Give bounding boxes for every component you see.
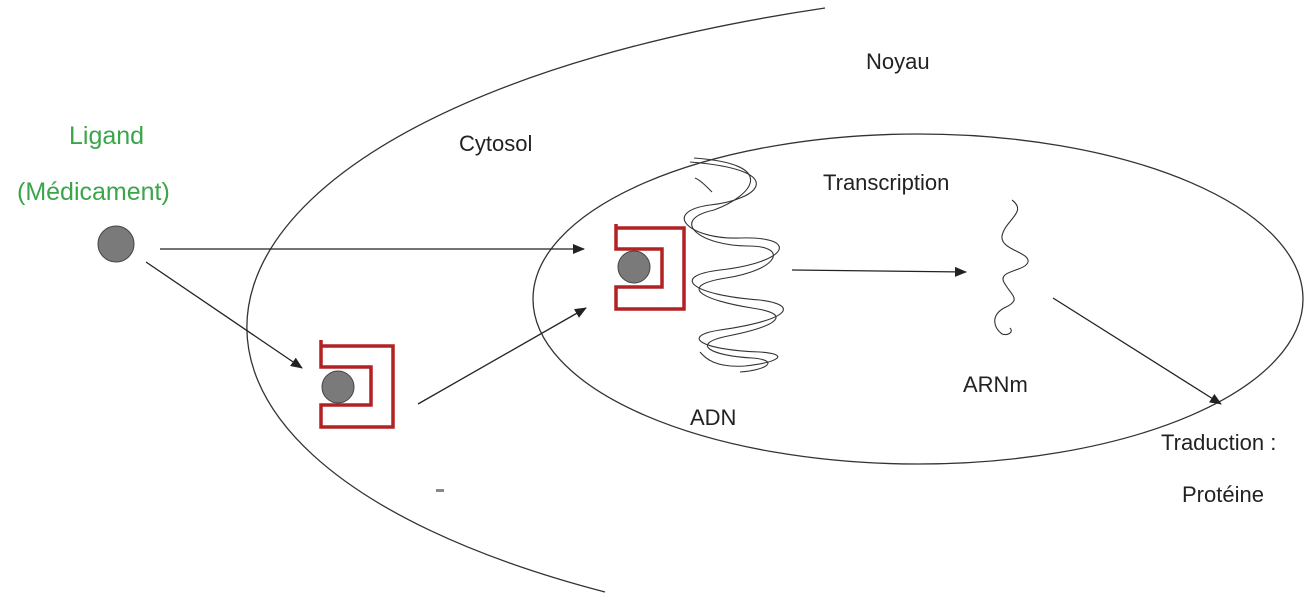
- cytosol-label: Cytosol: [459, 131, 533, 156]
- receptor-shape: [319, 340, 395, 429]
- receptor-shape: [614, 224, 686, 311]
- arrow-translation: [1052, 297, 1222, 405]
- cytosolic-receptor-complex: [319, 340, 395, 429]
- free-ligand: [97, 225, 135, 263]
- arnm-label: ARNm: [963, 372, 1028, 397]
- dna-helix: [683, 157, 784, 373]
- nucleus-membrane: [532, 133, 1304, 465]
- nuclear-receptor-complex: [614, 224, 686, 311]
- arrow-ligand-to-cytosolic-receptor: [145, 261, 303, 369]
- transcription-label: Transcription: [823, 170, 950, 195]
- cell-membrane: [246, 7, 826, 593]
- adn-label: ADN: [690, 405, 737, 430]
- proteine-label: Protéine: [1182, 482, 1264, 507]
- mrna-strand: [994, 199, 1029, 336]
- ligand-label: Ligand: [69, 122, 145, 150]
- bound-ligand: [321, 370, 355, 404]
- noyau-label: Noyau: [866, 49, 930, 74]
- arrow-transcription: [791, 266, 967, 277]
- arrow-complex-to-nucleus: [417, 307, 587, 405]
- speck-mark: [436, 489, 444, 492]
- bound-ligand: [617, 250, 651, 284]
- medicament-label: (Médicament): [17, 178, 170, 206]
- traduction-label: Traduction :: [1161, 430, 1277, 455]
